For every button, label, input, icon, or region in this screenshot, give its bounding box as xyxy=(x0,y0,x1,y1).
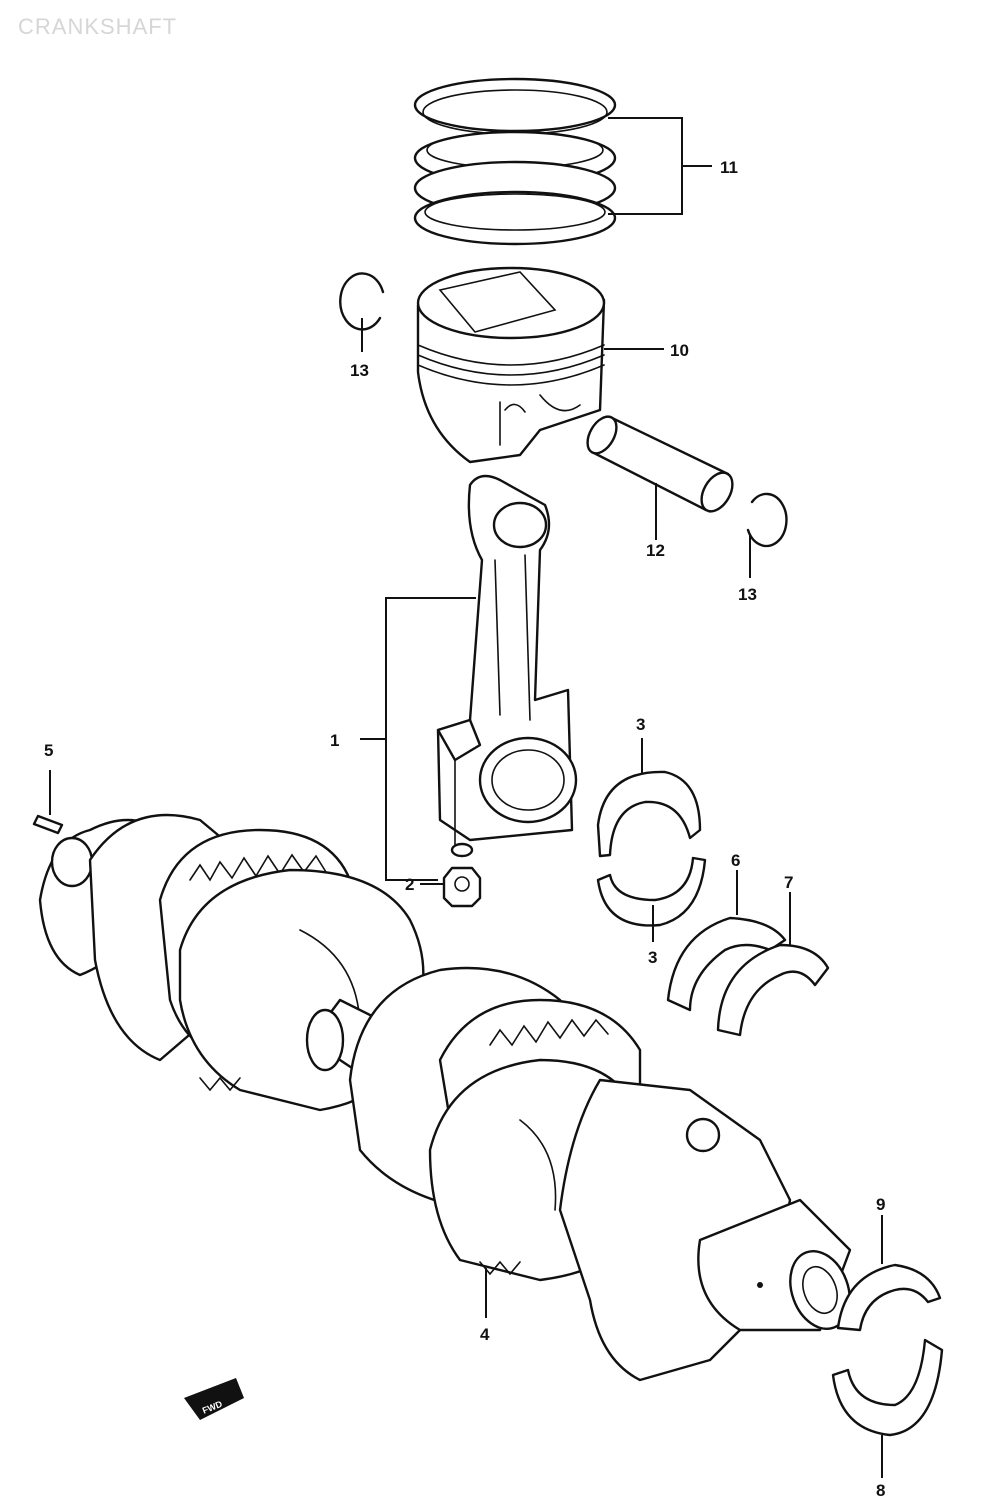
callout-3-upper: 3 xyxy=(636,715,645,734)
callout-9: 9 xyxy=(876,1195,885,1214)
callout-1: 1 xyxy=(330,731,339,750)
piston-pin-icon xyxy=(586,415,734,513)
callout-11: 11 xyxy=(720,158,738,177)
pin-icon xyxy=(32,814,64,835)
callout-12: 12 xyxy=(646,541,665,560)
callout-13-upper: 13 xyxy=(350,361,369,380)
nut-icon xyxy=(442,866,482,908)
callout-10: 10 xyxy=(670,341,689,360)
callout-13-right: 13 xyxy=(738,585,757,604)
piston-ring-set-icon xyxy=(413,77,617,246)
circlip-icon xyxy=(746,492,788,548)
main-bearing-icon xyxy=(836,1263,942,1332)
circlip-icon xyxy=(339,272,385,331)
crankshaft-icon xyxy=(38,813,852,1382)
thrust-bearing-icon xyxy=(716,943,830,1037)
callout-8: 8 xyxy=(876,1481,885,1500)
leader-11 xyxy=(608,117,712,215)
callout-3-lower: 3 xyxy=(648,948,657,967)
bearing-shell-icon xyxy=(596,770,707,927)
connecting-rod-icon xyxy=(436,474,578,858)
thrust-bearing-icon xyxy=(666,916,787,1012)
callout-7: 7 xyxy=(784,873,793,892)
callout-5: 5 xyxy=(44,741,53,760)
diagram-title: CRANKSHAFT xyxy=(18,14,178,39)
piston-icon xyxy=(416,266,606,464)
main-bearing-icon xyxy=(831,1338,944,1437)
callout-2: 2 xyxy=(405,875,414,894)
leader-1 xyxy=(360,597,476,881)
forward-arrow-icon: FWD xyxy=(184,1378,244,1420)
callout-4: 4 xyxy=(480,1325,490,1344)
callout-6: 6 xyxy=(731,851,740,870)
